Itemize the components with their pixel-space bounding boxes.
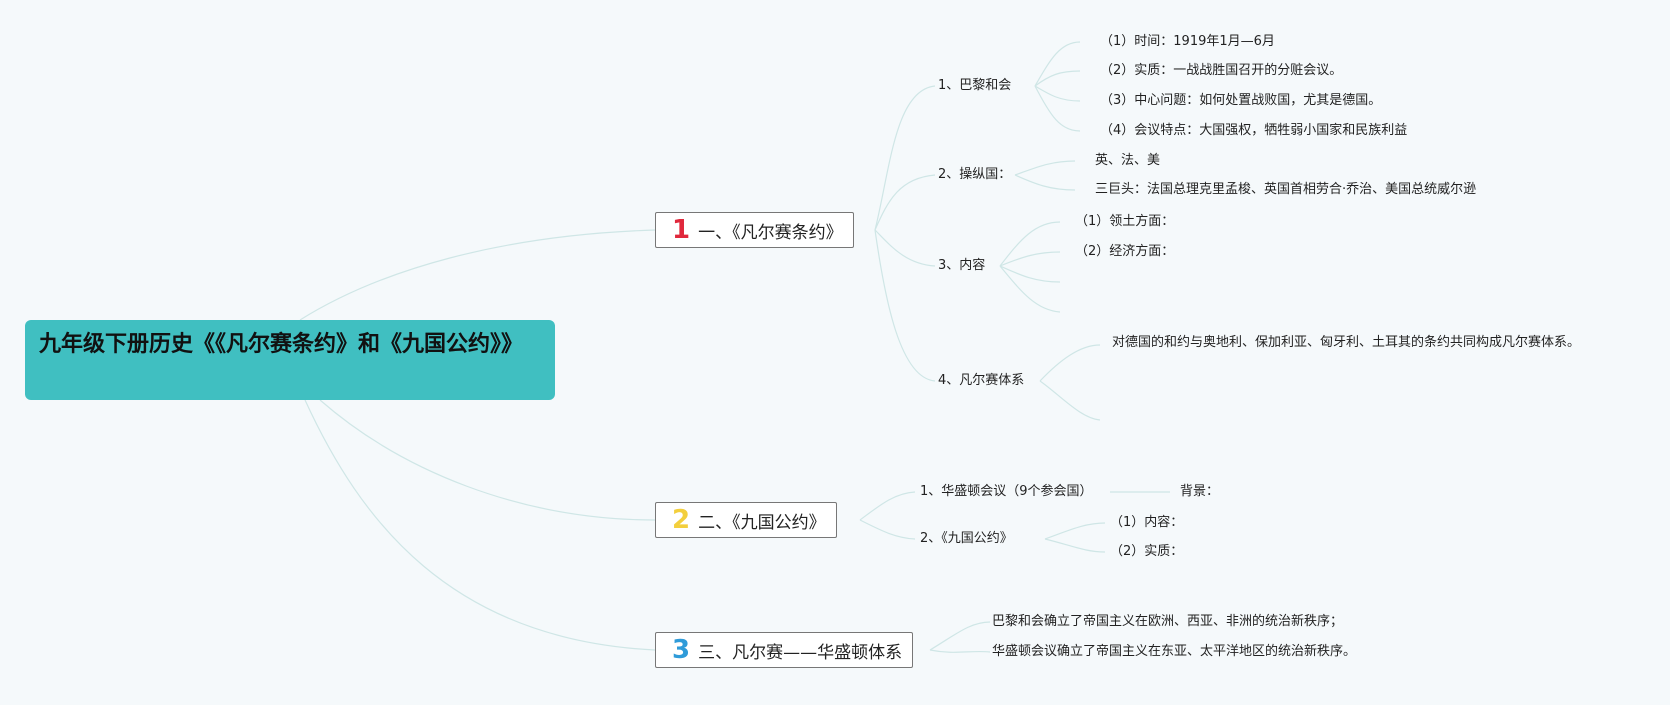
leaf-conference-time[interactable]: （1）时间：1919年1月—6月 (1100, 34, 1275, 49)
link-s3-l4 (999, 265, 1061, 313)
link-s3-l3 (999, 265, 1061, 283)
link-root-b2 (319, 399, 656, 521)
link-s4-l1 (1039, 344, 1101, 382)
root-topic[interactable]: 九年级下册历史《《凡尔赛条约》和《九国公约》》 (25, 320, 555, 400)
link-b1-s2 (874, 174, 936, 231)
link-b1-s4 (874, 229, 936, 382)
link-b2s2-l2 (1044, 538, 1106, 553)
link-s3-l1 (999, 221, 1061, 267)
branch-label: 三、凡尔赛——华盛顿体系 (698, 642, 903, 663)
link-root-b3 (304, 399, 656, 651)
leaf-versailles-system-desc[interactable]: 对德国的和约与奥地利、保加利亚、匈牙利、土耳其的条约共同构成凡尔赛体系。 (1112, 335, 1581, 350)
leaf-territory-aspect[interactable]: （1）领土方面： (1075, 214, 1175, 229)
leaf-washington-order[interactable]: 华盛顿会议确立了帝国主义在东亚、太平洋地区的统治新秩序。 (992, 644, 1357, 659)
branch-versailles-washington-system[interactable]: 3 三、凡尔赛——华盛顿体系 (655, 632, 914, 668)
link-b2-s2 (859, 519, 916, 540)
number-badge-3: 3 (672, 635, 691, 665)
topic-washington-conference[interactable]: 1、华盛顿会议（9个参会国） (920, 484, 1093, 499)
leaf-big-three[interactable]: 三巨头：法国总理克里孟梭、英国首相劳合·乔治、美国总统威尔逊 (1095, 182, 1477, 197)
leaf-conference-nature[interactable]: （2）实质：一战战胜国召开的分赃会议。 (1100, 63, 1343, 78)
topic-controlling-powers[interactable]: 2、操纵国： (938, 167, 1012, 182)
link-s4-l2 (1039, 380, 1101, 421)
root-title: 九年级下册历史《《凡尔赛条约》和《九国公约》》 (39, 332, 524, 357)
link-s1-l4 (1034, 85, 1081, 132)
leaf-powers-list[interactable]: 英、法、美 (1095, 153, 1161, 168)
topic-paris-peace-conference[interactable]: 1、巴黎和会 (938, 78, 1012, 93)
topic-versailles-system[interactable]: 4、凡尔赛体系 (938, 373, 1025, 388)
branch-versailles-treaty[interactable]: 1 一、《凡尔赛条约》 (655, 212, 854, 248)
leaf-economic-aspect[interactable]: （2）经济方面： (1075, 244, 1175, 259)
link-root-b1 (299, 229, 656, 321)
leaf-treaty-content[interactable]: （1）内容： (1110, 515, 1184, 530)
number-badge-1: 1 (672, 215, 691, 245)
leaf-background[interactable]: 背景： (1180, 484, 1220, 499)
topic-treaty-content[interactable]: 3、内容 (938, 258, 986, 273)
link-s2-l2 (1014, 174, 1076, 191)
branch-label: 二、《九国公约》 (698, 512, 826, 533)
link-b1-s1 (874, 85, 936, 231)
link-b2-s1 (859, 491, 916, 521)
leaf-treaty-nature[interactable]: （2）实质： (1110, 544, 1184, 559)
topic-nine-power-treaty[interactable]: 2、《九国公约》 (920, 531, 1013, 546)
link-s2-l1 (1014, 160, 1076, 176)
link-b2s2-l1 (1044, 522, 1106, 540)
link-s1-l3 (1034, 85, 1081, 102)
branch-label: 一、《凡尔赛条约》 (698, 222, 843, 243)
link-s3-l2 (999, 251, 1061, 267)
link-b1-s3 (874, 229, 936, 267)
leaf-conference-features[interactable]: （4）会议特点：大国强权，牺牲弱小国家和民族利益 (1100, 123, 1408, 138)
branch-nine-power-treaty[interactable]: 2 二、《九国公约》 (655, 502, 837, 538)
number-badge-2: 2 (672, 505, 691, 535)
link-s1-l2 (1034, 70, 1081, 87)
leaf-conference-central-issue[interactable]: （3）中心问题：如何处置战败国，尤其是德国。 (1100, 93, 1382, 108)
link-b3-l2 (929, 649, 991, 653)
link-b3-l1 (929, 621, 991, 651)
leaf-paris-order[interactable]: 巴黎和会确立了帝国主义在欧洲、西亚、非洲的统治新秩序； (992, 614, 1344, 629)
link-s1-l1 (1034, 41, 1081, 87)
